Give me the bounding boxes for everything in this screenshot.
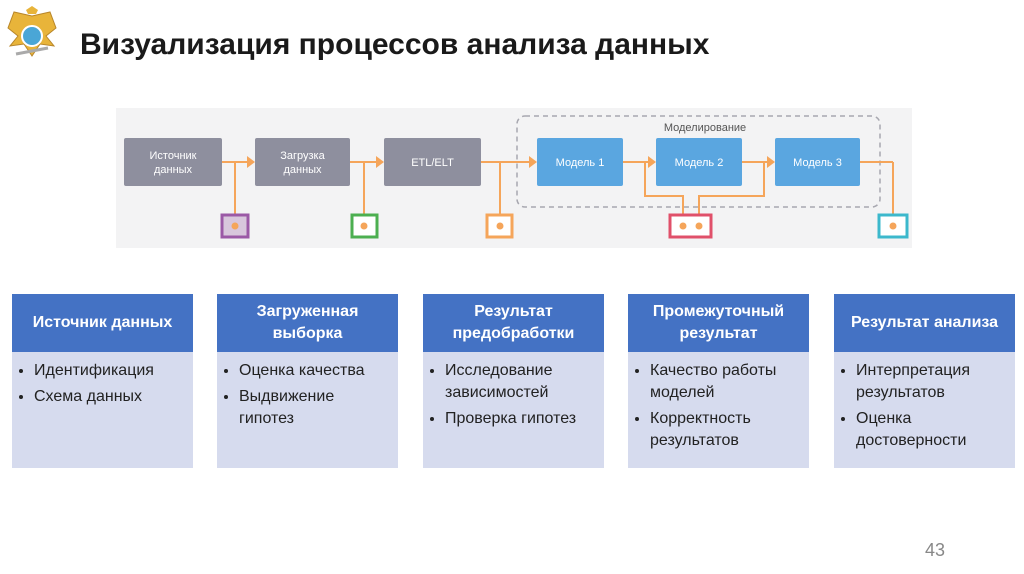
card-item: Исследование зависимостей <box>445 360 598 404</box>
card-list: Качество работы моделейКорректность резу… <box>628 360 809 452</box>
card-item: Качество работы моделей <box>650 360 803 404</box>
card-header: Результат анализа <box>834 294 1015 352</box>
emblem-logo <box>7 6 57 57</box>
step-box: Источник данных <box>124 138 222 186</box>
card-item: Схема данных <box>34 386 187 408</box>
card-item: Проверка гипотез <box>445 408 598 430</box>
arrowhead-icon <box>767 156 775 168</box>
process-diagram: Моделирование Источник данных Загрузка данн… <box>116 108 912 248</box>
page-number: 43 <box>925 540 946 560</box>
step-label: данных <box>283 164 322 176</box>
result-card: Промежуточный результатКачество работы м… <box>628 294 809 468</box>
card-header: Источник данных <box>12 294 193 352</box>
result-card: Источник данныхИдентификацияСхема данных <box>12 294 193 468</box>
step-label: Загрузка <box>280 150 325 162</box>
arrowhead-icon <box>648 156 656 168</box>
card-header: Промежуточный результат <box>628 294 809 352</box>
step-box: Модель 3 <box>775 138 860 186</box>
card-item: Оценка достоверности <box>856 408 1009 452</box>
card-list: Оценка качестваВыдвижение гипотез <box>217 360 398 430</box>
output-marker <box>350 213 379 239</box>
step-box: Загрузка данных <box>255 138 350 186</box>
result-card: Результат предобработкиИсследование зави… <box>423 294 604 468</box>
step-label: Модель 1 <box>556 157 605 169</box>
card-item: Интерпретация результатов <box>856 360 1009 404</box>
step-label: Модель 2 <box>675 157 724 169</box>
group-label: Моделирование <box>664 122 746 134</box>
output-marker <box>877 213 909 239</box>
step-box: Модель 1 <box>537 138 623 186</box>
arrowhead-icon <box>376 156 384 168</box>
card-item: Корректность результатов <box>650 408 803 452</box>
card-list: Интерпретация результатовОценка достовер… <box>834 360 1015 452</box>
card-list: ИдентификацияСхема данных <box>12 360 193 408</box>
card-header: Результат предобработки <box>423 294 604 352</box>
step-box: Модель 2 <box>656 138 742 186</box>
card-item: Идентификация <box>34 360 187 382</box>
step-label: данных <box>154 164 193 176</box>
output-marker <box>668 213 713 239</box>
output-marker <box>220 213 250 239</box>
step-label: ETL/ELT <box>411 157 454 169</box>
page-title: Визуализация процессов анализа данных <box>80 28 710 61</box>
arrowhead-icon <box>529 156 537 168</box>
output-marker <box>485 213 514 239</box>
result-card: Результат анализаИнтерпретация результат… <box>834 294 1015 468</box>
result-card: Загруженная выборкаОценка качестваВыдвиж… <box>217 294 398 468</box>
card-header: Загруженная выборка <box>217 294 398 352</box>
step-box: ETL/ELT <box>384 138 481 186</box>
step-label: Модель 3 <box>793 157 842 169</box>
step-label: Источник <box>150 150 197 162</box>
card-list: Исследование зависимостейПроверка гипоте… <box>423 360 604 430</box>
card-item: Оценка качества <box>239 360 392 382</box>
card-item: Выдвижение гипотез <box>239 386 392 430</box>
arrowhead-icon <box>247 156 255 168</box>
